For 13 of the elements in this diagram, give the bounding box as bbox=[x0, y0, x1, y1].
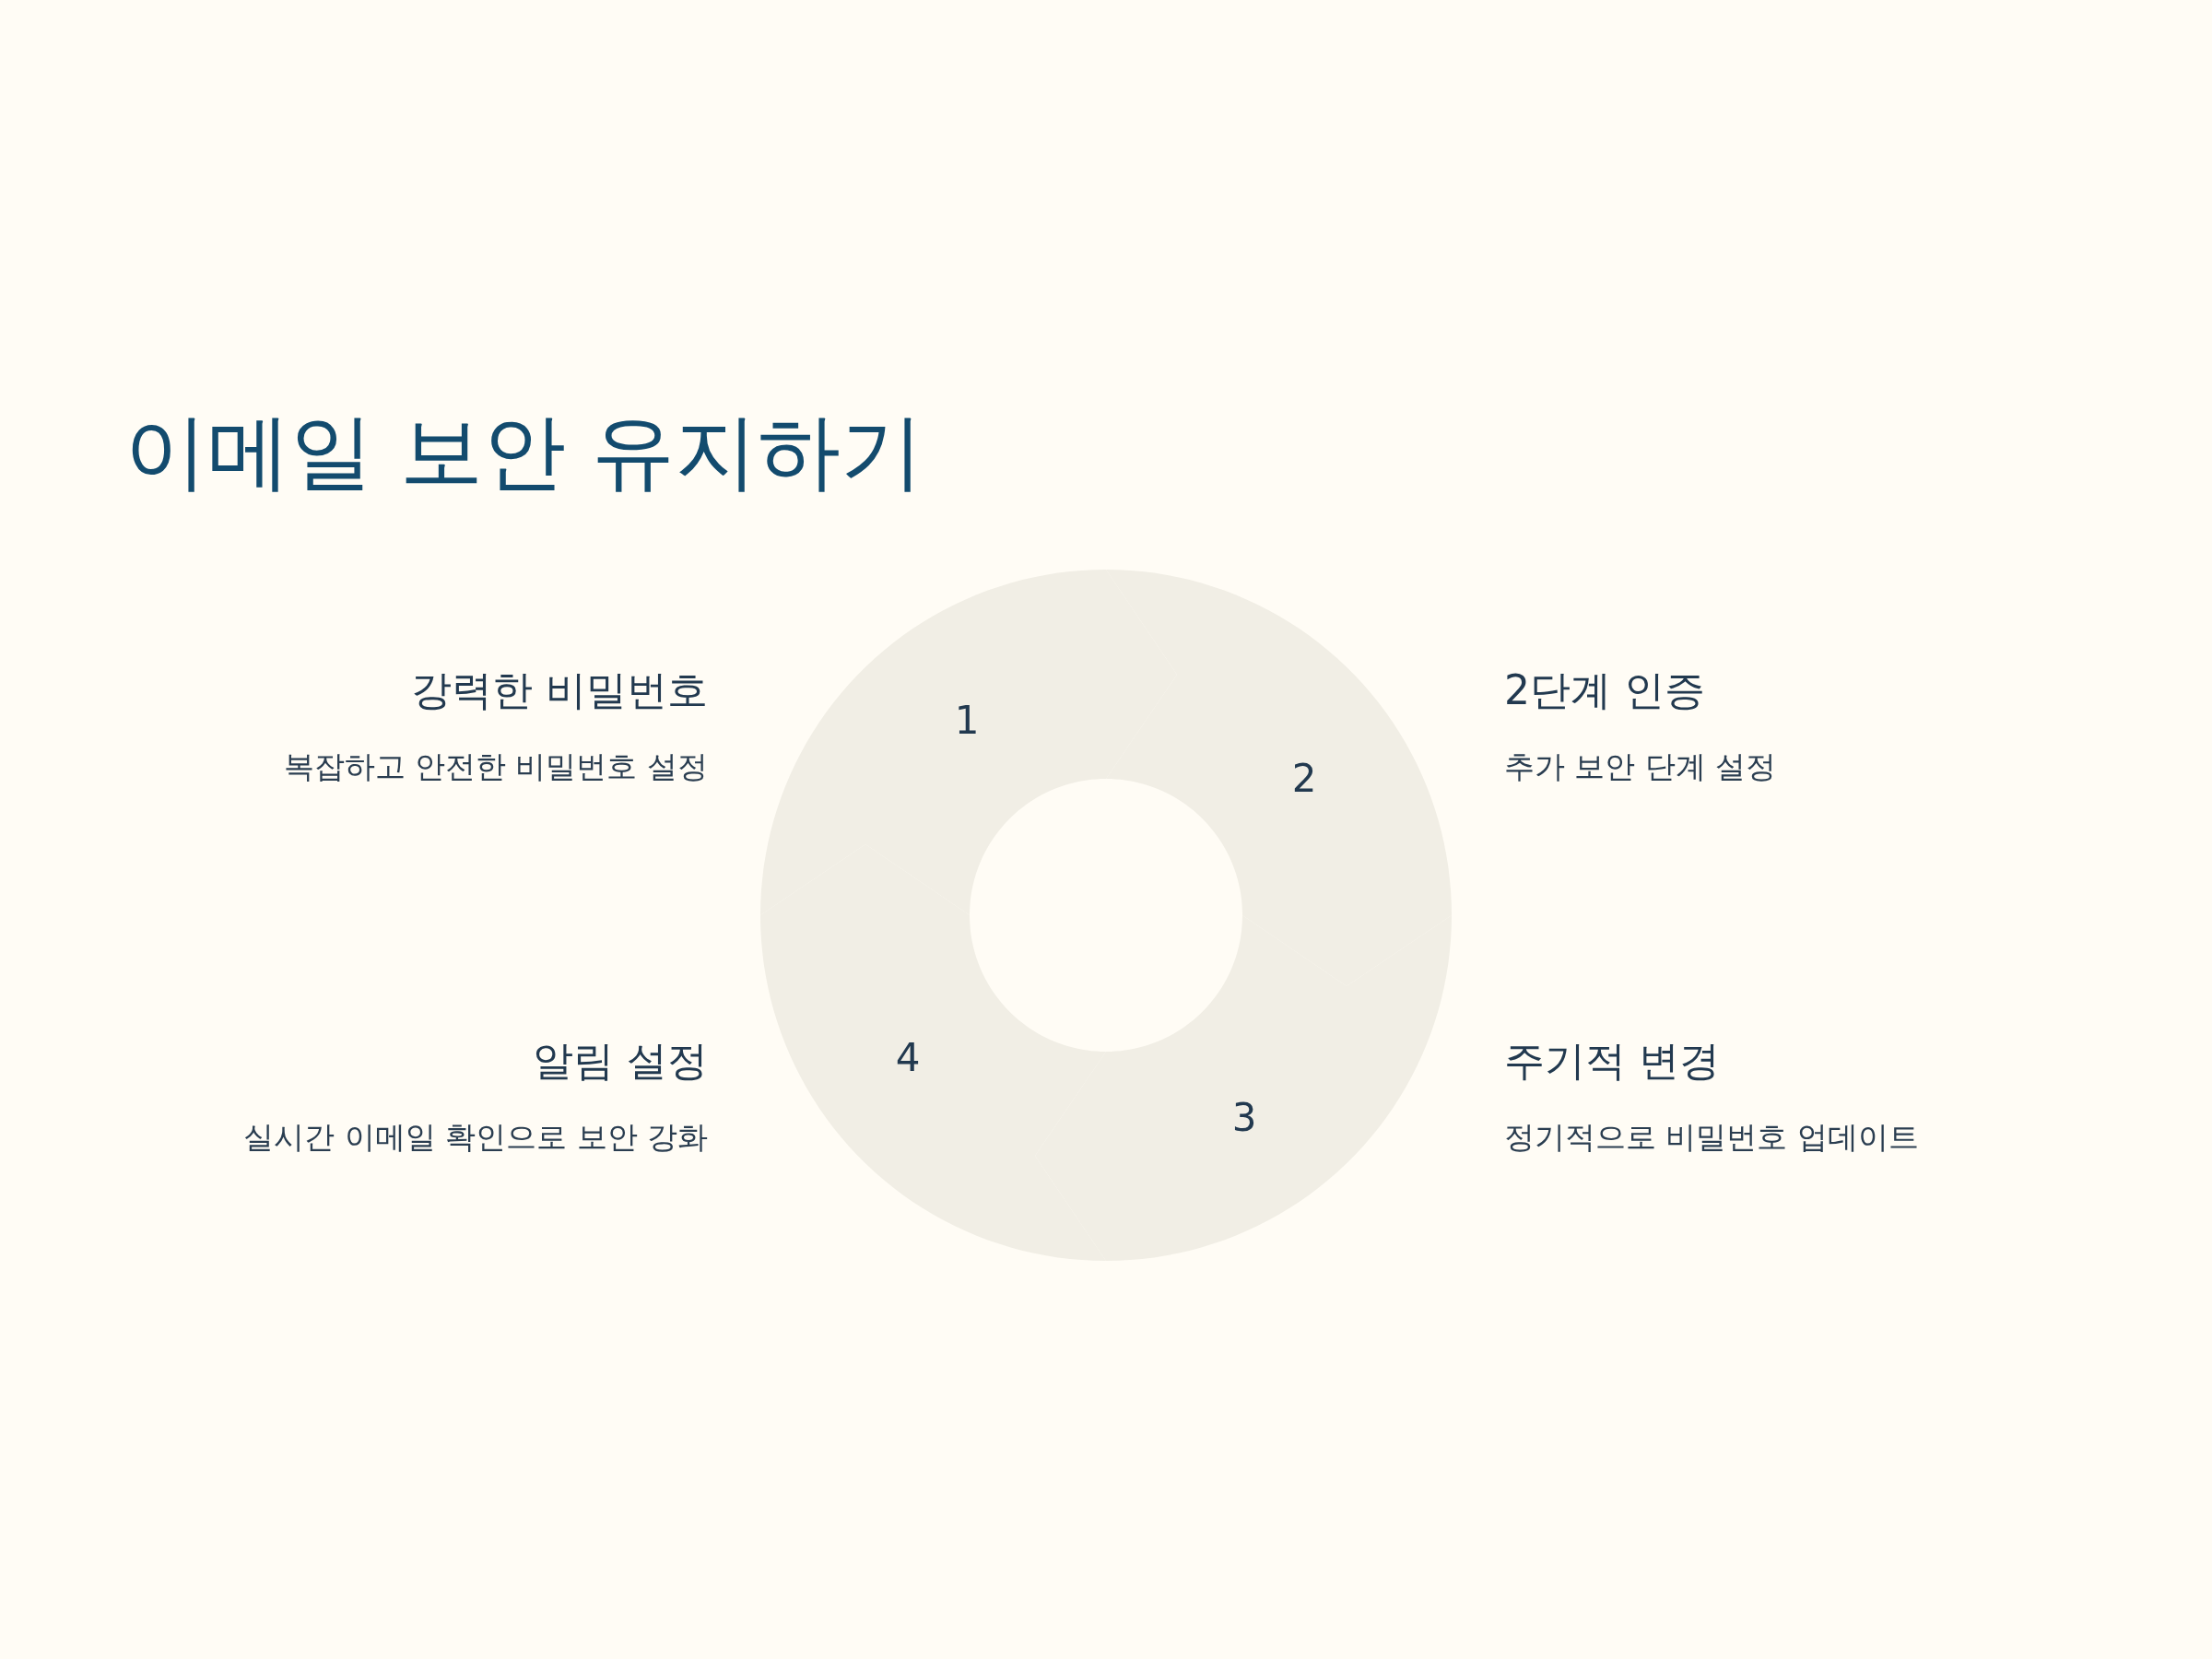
step-number: 3 bbox=[1230, 1095, 1258, 1141]
step-number: 1 bbox=[953, 698, 981, 744]
step-description: 실시간 이메일 확인으로 보안 강화 bbox=[243, 1118, 708, 1157]
step-number: 2 bbox=[1290, 756, 1318, 802]
step-title: 알림 설정 bbox=[533, 1036, 708, 1086]
step-description: 정기적으로 비밀번호 업데이트 bbox=[1504, 1118, 1919, 1157]
page-title: 이메일 보안 유지하기 bbox=[124, 402, 924, 501]
step-number: 4 bbox=[894, 1035, 922, 1081]
step-description: 추가 보안 단계 설정 bbox=[1504, 747, 1777, 786]
step-title: 2단계 인증 bbox=[1504, 665, 1705, 715]
step-title: 강력한 비밀번호 bbox=[411, 665, 708, 715]
step-description: 복잡하고 안전한 비밀번호 설정 bbox=[283, 747, 708, 786]
step-title: 주기적 변경 bbox=[1504, 1036, 1720, 1086]
